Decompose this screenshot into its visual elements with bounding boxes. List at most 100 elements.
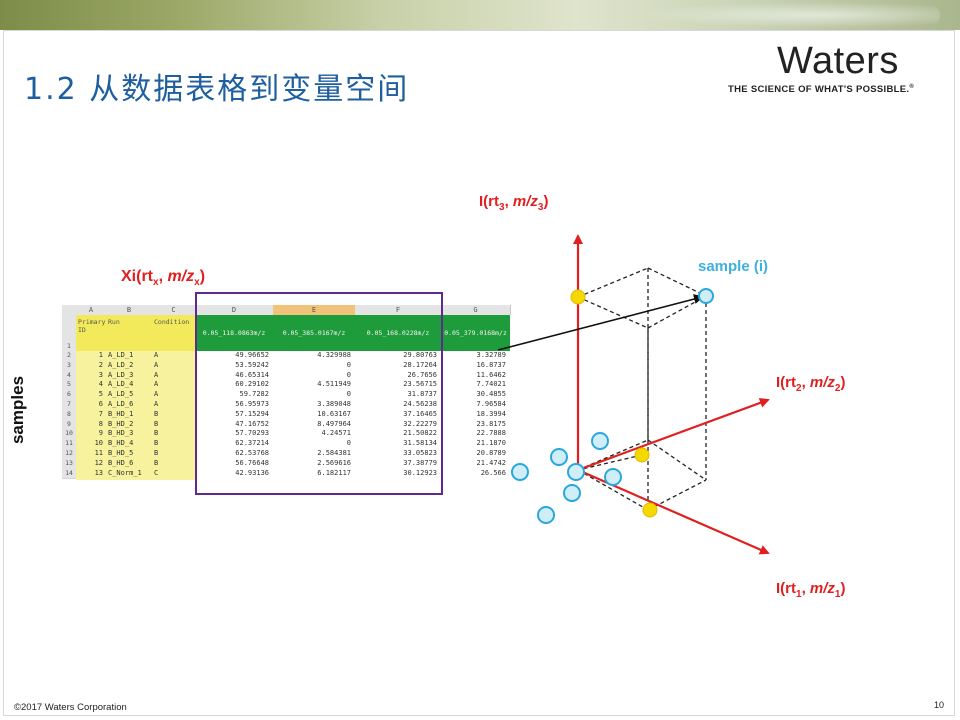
table-cell: A bbox=[154, 390, 159, 399]
table-cell: 4 bbox=[98, 380, 103, 389]
table-cell: 0 bbox=[346, 439, 351, 448]
table-cell: B bbox=[154, 419, 159, 428]
column-header: 0.05_168.0228m/z bbox=[355, 315, 441, 351]
axis1-close: ) bbox=[840, 580, 846, 597]
table-cell: 0 bbox=[346, 390, 351, 399]
variable-columns-highlight bbox=[195, 292, 443, 495]
xi-sub2: x bbox=[194, 277, 200, 289]
table-cell: C bbox=[154, 468, 159, 477]
table-cell: 1 bbox=[98, 351, 103, 359]
table-cell: 10 bbox=[94, 439, 103, 448]
column-header: Run bbox=[106, 315, 152, 351]
table-cell: A bbox=[154, 400, 159, 408]
table-cell: 33.05823 bbox=[403, 449, 437, 457]
slide-frame bbox=[3, 30, 955, 716]
sample-pointer-line bbox=[497, 294, 704, 351]
table-cell: 56.95973 bbox=[235, 400, 269, 408]
axis-label-rt2: I(rt2, m/z2) bbox=[776, 374, 845, 394]
projection-point-rt3 bbox=[570, 289, 586, 305]
table-cell: 57.15294 bbox=[235, 409, 269, 418]
sample-point bbox=[604, 468, 622, 486]
table-cell: A_LD_1 bbox=[108, 351, 134, 359]
table-cell: 9 bbox=[98, 429, 103, 438]
table-cell: 6.182117 bbox=[317, 468, 351, 477]
table-cell: B bbox=[154, 439, 159, 448]
table-cell: 0 bbox=[346, 360, 351, 369]
table-cell: 26.7656 bbox=[407, 370, 437, 379]
table-cell: 46.65314 bbox=[235, 370, 269, 379]
id-columns-fill bbox=[76, 351, 195, 481]
axis2-sub: 2 bbox=[796, 383, 802, 394]
table-cell: 37.38779 bbox=[403, 458, 437, 467]
table-cell: 2.569616 bbox=[317, 458, 351, 467]
column-header: Primary ID bbox=[76, 315, 106, 351]
table-cell: 21.50822 bbox=[403, 429, 437, 438]
table-cell: 7.96584 bbox=[476, 400, 506, 408]
table-cell: A_LD_6 bbox=[108, 400, 134, 408]
table-cell: 62.37214 bbox=[235, 439, 269, 448]
xi-close: ) bbox=[199, 268, 206, 285]
table-cell: A_LD_4 bbox=[108, 380, 134, 389]
table-cell: B_HD_6 bbox=[108, 458, 134, 467]
table-cell: 26.566 bbox=[480, 468, 506, 477]
projection-point-rt2 bbox=[634, 447, 650, 463]
xi-variable-label: Xi(rtx, m/zx) bbox=[121, 268, 205, 288]
table-cell: 8 bbox=[98, 419, 103, 428]
axis3-close: ) bbox=[543, 193, 549, 210]
table-cell: A bbox=[154, 370, 159, 379]
table-cell: 28.17264 bbox=[403, 360, 437, 369]
table-cell: 53.59242 bbox=[235, 360, 269, 369]
table-cell: B_HD_1 bbox=[108, 409, 134, 418]
projection-point-rt1 bbox=[642, 502, 658, 518]
table-cell: A bbox=[154, 360, 159, 369]
table-cell: 23.8175 bbox=[476, 419, 506, 428]
table-cell: B_HD_5 bbox=[108, 449, 134, 457]
table-cell: B bbox=[154, 449, 159, 457]
table-cell: A_LD_2 bbox=[108, 360, 134, 369]
page-number: 10 bbox=[934, 700, 945, 710]
table-cell: 37.16465 bbox=[403, 409, 437, 418]
slide-title: 1.2 从数据表格到变量空间 bbox=[24, 72, 410, 107]
table-cell: 21.1870 bbox=[476, 439, 506, 448]
axis3-mz: m/z bbox=[512, 193, 538, 210]
axis-rt2-arrow bbox=[577, 398, 770, 472]
table-cell: 4.24571 bbox=[321, 429, 351, 438]
sample-point bbox=[550, 448, 568, 466]
axis1-mid: , bbox=[801, 580, 810, 597]
table-cell: 10.63167 bbox=[317, 409, 351, 418]
table-cell: 5 bbox=[98, 390, 103, 399]
table-cell: C_Norm_1 bbox=[108, 468, 142, 477]
table-cell: 42.93136 bbox=[235, 468, 269, 477]
sample-point bbox=[591, 432, 609, 450]
table-cell: 3 bbox=[98, 370, 103, 379]
axis1-mz: m/z bbox=[809, 580, 835, 597]
title-bar-banner bbox=[0, 0, 960, 30]
axis1-sub: 1 bbox=[796, 589, 802, 600]
table-cell: B bbox=[154, 458, 159, 467]
table-cell: A_LD_3 bbox=[108, 370, 134, 379]
axis2-mid: , bbox=[801, 374, 810, 391]
table-cell: 29.80763 bbox=[403, 351, 437, 359]
axis3-pre: I(rt bbox=[479, 193, 499, 210]
column-header: 0.05_385.0167m/z bbox=[273, 315, 355, 351]
table-cell: A bbox=[154, 351, 159, 359]
table-cell: 4.329988 bbox=[317, 351, 351, 359]
table-cell: 59.7282 bbox=[239, 390, 269, 399]
table-cell: A bbox=[154, 380, 159, 389]
table-cell: 12 bbox=[94, 458, 103, 467]
sample-point bbox=[511, 463, 529, 481]
axis2-pre: I(rt bbox=[776, 374, 796, 391]
table-cell: 6 bbox=[98, 400, 103, 408]
table-cell: 47.16752 bbox=[235, 419, 269, 428]
table-cell: 22.7888 bbox=[476, 429, 506, 438]
table-cell: B_HD_3 bbox=[108, 429, 134, 438]
xi-mid: , bbox=[158, 268, 168, 285]
axis-label-rt3: I(rt3, m/z3) bbox=[479, 193, 548, 213]
table-cell: 31.8737 bbox=[407, 390, 437, 399]
table-cell: 30.4855 bbox=[476, 390, 506, 399]
waters-logo: Waters bbox=[777, 40, 899, 82]
axis3-sub2: 3 bbox=[537, 202, 544, 213]
table-cell: B_HD_2 bbox=[108, 419, 134, 428]
table-cell: 2 bbox=[98, 360, 103, 369]
